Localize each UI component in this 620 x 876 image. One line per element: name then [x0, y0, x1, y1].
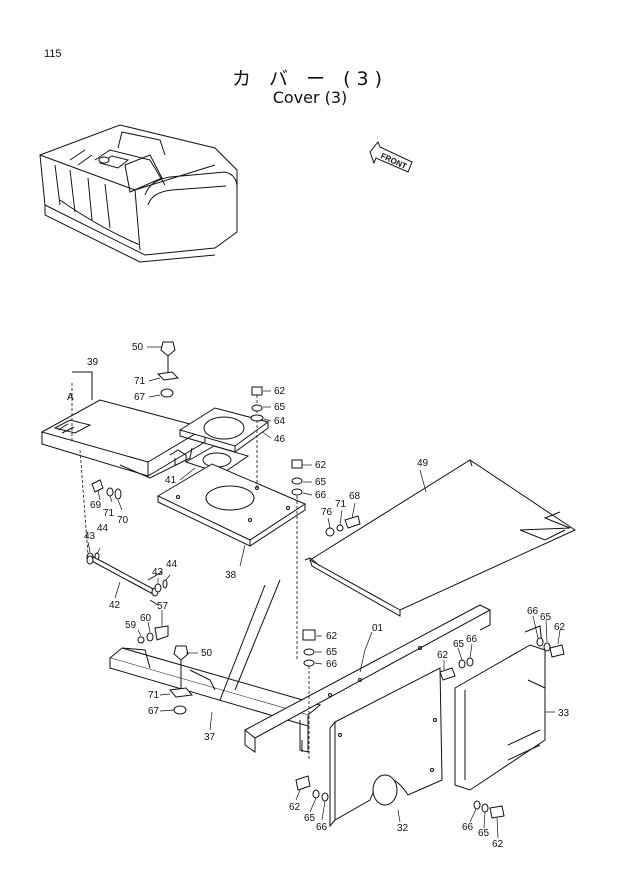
callout-32: 32 [397, 823, 409, 834]
part-37-frame [108, 579, 322, 753]
callout-71-d: 71 [335, 499, 347, 510]
callout-37: 37 [204, 732, 216, 743]
callout-43-left: 43 [84, 531, 96, 542]
callout-65-tr: 65 [540, 612, 552, 623]
callout-62-c: 62 [326, 631, 338, 642]
title-english: Cover (3) [272, 88, 348, 107]
callout-38: 38 [225, 570, 237, 581]
callout-43-right: 43 [152, 567, 164, 578]
callout-65-a: 65 [274, 402, 286, 413]
callout-65-br: 65 [478, 828, 490, 839]
callout-66-c: 66 [326, 659, 338, 670]
front-arrow-icon: FRONT [369, 141, 413, 173]
callout-65-mr: 65 [453, 639, 465, 650]
callout-68: 68 [349, 491, 361, 502]
callout-67-top: 67 [134, 392, 146, 403]
part-46-bracket-plate [178, 407, 270, 453]
callout-49: 49 [417, 458, 429, 469]
callout-64: 64 [274, 416, 286, 427]
callout-62-b: 62 [315, 460, 327, 471]
callout-71-e: 71 [148, 690, 160, 701]
callout-66-bl: 66 [316, 822, 328, 833]
callout-50-lower: 50 [201, 648, 213, 659]
callout-66-br: 66 [462, 822, 474, 833]
callout-66-tr: 66 [527, 606, 539, 617]
hardware-fasteners [86, 341, 565, 819]
callout-01: 01 [372, 623, 384, 634]
part-01-angle-bar [244, 604, 492, 753]
callout-59: 59 [125, 620, 137, 631]
callout-50-top: 50 [132, 342, 144, 353]
part-38-base-plate [156, 390, 307, 547]
callout-62-mr: 62 [437, 650, 449, 661]
part-39-cover-panel [40, 371, 207, 479]
callout-57: 57 [157, 601, 169, 612]
callout-44-left: 44 [97, 523, 109, 534]
callout-67-e: 67 [148, 706, 160, 717]
callout-46: 46 [274, 434, 286, 445]
callout-62-bl: 62 [289, 802, 301, 813]
machine-overview-sketch [39, 124, 238, 263]
callout-62-a: 62 [274, 386, 286, 397]
callout-65-c: 65 [326, 647, 338, 658]
part-49-long-cover [304, 459, 577, 617]
detail-label-a: A [67, 392, 74, 403]
part-42-rod [79, 449, 163, 606]
callout-41: 41 [165, 475, 177, 486]
callout-labels: 50 71 67 39 A 62 65 64 46 41 62 65 66 49… [67, 342, 570, 850]
page-number: 115 [44, 48, 62, 60]
callout-62-tr: 62 [554, 622, 566, 633]
callout-leaders [87, 346, 561, 839]
callout-39: 39 [87, 357, 99, 368]
part-32-side-panel [329, 667, 443, 828]
callout-70: 70 [117, 515, 129, 526]
callout-62-br: 62 [492, 839, 504, 850]
callout-44-right: 44 [166, 559, 178, 570]
callout-71-top: 71 [134, 376, 146, 387]
part-33-side-panel [454, 625, 546, 791]
callout-65-b: 65 [315, 477, 327, 488]
callout-60: 60 [140, 613, 152, 624]
callout-42: 42 [109, 600, 121, 611]
callout-76: 76 [321, 507, 333, 518]
callout-69: 69 [90, 500, 102, 511]
callout-65-bl: 65 [304, 813, 316, 824]
callout-33: 33 [558, 708, 570, 719]
callout-71-c: 71 [103, 508, 115, 519]
title-japanese: カ バ ー (3) [231, 68, 389, 90]
callout-66-mr: 66 [466, 634, 478, 645]
callout-66-b: 66 [315, 490, 327, 501]
